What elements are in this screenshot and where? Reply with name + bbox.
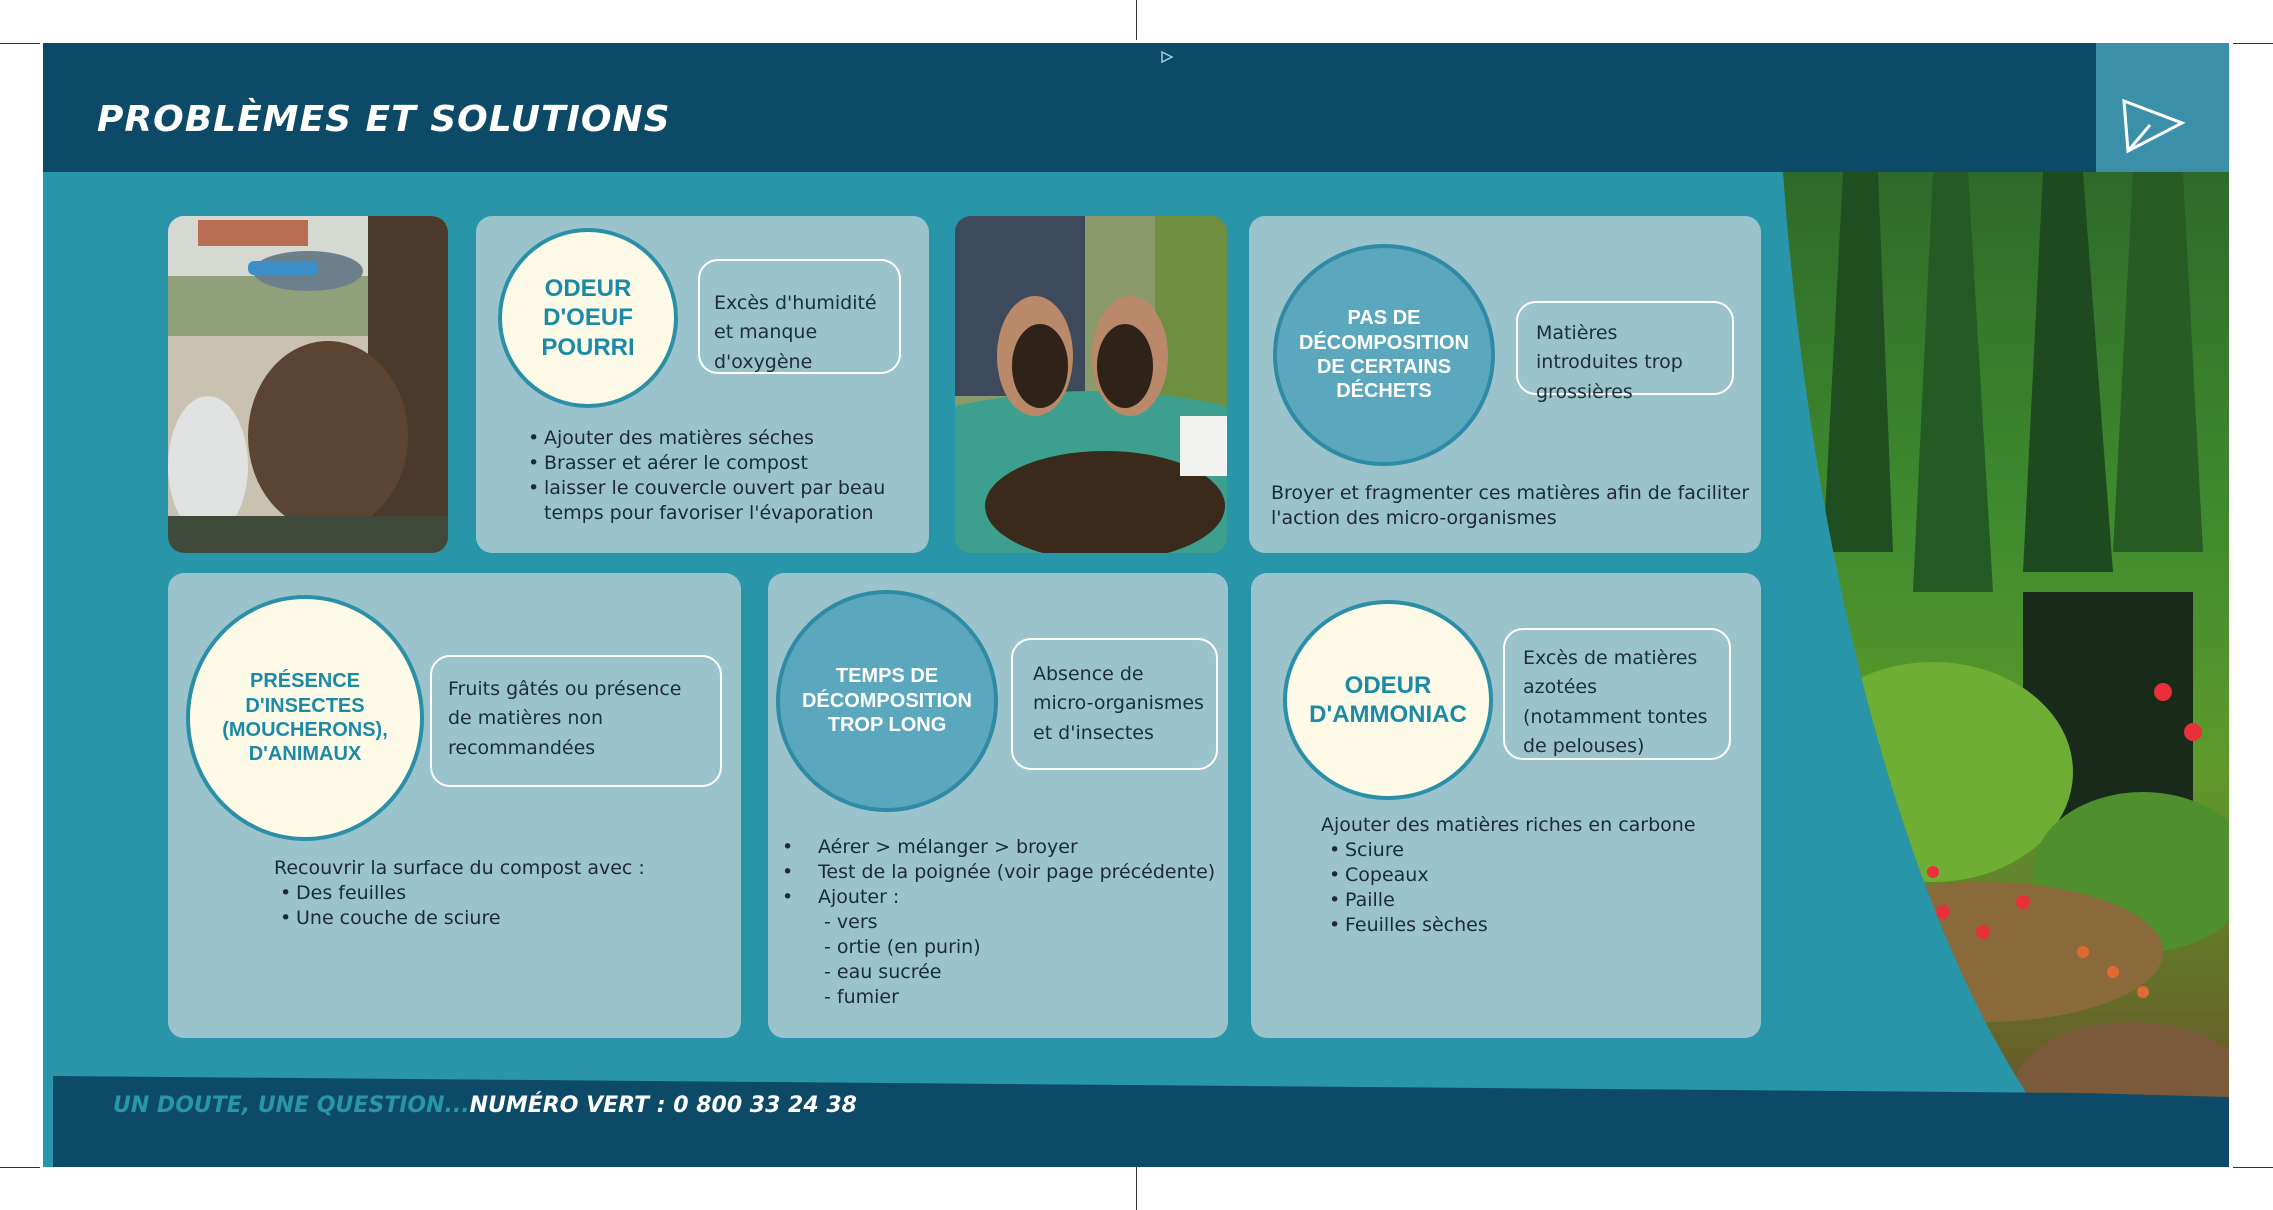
- list-item: Ajouter des matières séches: [528, 426, 908, 451]
- footer-band: [53, 1076, 2229, 1167]
- card-oeuf: ODEUR D'OEUF POURRI Excès d'humidité et …: [476, 216, 929, 553]
- problem-circle: ODEUR D'AMMONIAC: [1283, 600, 1493, 800]
- solution-list: Des feuilles Une couche de sciure: [280, 881, 700, 931]
- corner-box: [2096, 43, 2229, 172]
- list-item: Aérer > mélanger > broyer: [782, 835, 1222, 860]
- solution-text: Broyer et fragmenter ces matières afin d…: [1271, 482, 1750, 529]
- footer-contact: UN DOUTE, UNE QUESTION...NUMÉRO VERT : 0…: [113, 1093, 857, 1118]
- list-item: Feuilles sèches: [1329, 913, 1729, 938]
- crop-mark: [1136, 1165, 1137, 1210]
- list-item: Des feuilles: [280, 881, 700, 906]
- card-ammoniac: ODEUR D'AMMONIAC Excès de matières azoté…: [1251, 573, 1761, 1038]
- brochure-page: PROBLÈMES ET SOLUTIONS: [43, 43, 2229, 1167]
- sub-item: - ortie (en purin): [824, 936, 981, 958]
- cause-box: Matières introduites trop grossières: [1516, 301, 1734, 403]
- cause-box: Fruits gâtés ou présence de matières non…: [430, 655, 722, 787]
- crop-mark: [2233, 1167, 2273, 1168]
- card-decomposition: PAS DE DÉCOMPOSITION DE CERTAINS DÉCHETS…: [1249, 216, 1761, 553]
- cause-box: Excès de matières azotées (notamment ton…: [1503, 628, 1731, 760]
- list-item: Copeaux: [1329, 863, 1729, 888]
- solution-list: Ajouter des matières séches Brasser et a…: [528, 426, 908, 526]
- crop-mark: [2233, 43, 2273, 44]
- problem-circle: ODEUR D'OEUF POURRI: [498, 228, 678, 408]
- footer-phone[interactable]: NUMÉRO VERT : 0 800 33 24 38: [469, 1093, 857, 1118]
- problem-circle: TEMPS DE DÉCOMPOSITION TROP LONG: [776, 590, 998, 812]
- problem-circle: PAS DE DÉCOMPOSITION DE CERTAINS DÉCHETS: [1273, 244, 1495, 466]
- header-band: PROBLÈMES ET SOLUTIONS: [43, 43, 2229, 172]
- solution-list: Sciure Copeaux Paille Feuilles sèches: [1329, 838, 1729, 938]
- list-item: Brasser et aérer le compost: [528, 451, 908, 476]
- sub-item: - vers: [824, 911, 878, 933]
- list-item: Sciure: [1329, 838, 1729, 863]
- garden-photo: [1783, 172, 2229, 1167]
- solution-list: Aérer > mélanger > broyer Test de la poi…: [782, 835, 1222, 1010]
- compost-hands-photo: [955, 216, 1227, 553]
- crop-mark: [0, 43, 40, 44]
- play-triangle-icon: [2122, 98, 2186, 154]
- card-temps: TEMPS DE DÉCOMPOSITION TROP LONG Absence…: [768, 573, 1228, 1038]
- compost-hand-photo: [168, 216, 448, 553]
- sub-item: - fumier: [824, 986, 899, 1008]
- small-play-icon: [1161, 50, 1174, 64]
- list-item: Une couche de sciure: [280, 906, 700, 931]
- solution-intro: Recouvrir la surface du compost avec :: [274, 857, 645, 879]
- list-item: Ajouter :: [782, 885, 1222, 910]
- list-item: Test de la poignée (voir page précédente…: [782, 860, 1222, 885]
- sub-item: - eau sucrée: [824, 961, 942, 983]
- crop-mark: [0, 1167, 40, 1168]
- solution-intro: Ajouter des matières riches en carbone: [1321, 814, 1696, 836]
- page-title: PROBLÈMES ET SOLUTIONS: [97, 99, 671, 140]
- cause-box: Excès d'humidité et manque d'oxygène: [698, 259, 901, 374]
- problem-circle: PRÉSENCE D'INSECTES (MOUCHERONS), D'ANIM…: [186, 595, 424, 841]
- footer-question: UN DOUTE, UNE QUESTION...: [113, 1093, 470, 1118]
- crop-mark: [1136, 0, 1137, 40]
- card-insectes: PRÉSENCE D'INSECTES (MOUCHERONS), D'ANIM…: [168, 573, 741, 1038]
- list-item: Paille: [1329, 888, 1729, 913]
- cause-box: Absence de micro-organismes et d'insecte…: [1011, 638, 1218, 770]
- list-item: laisser le couvercle ouvert par beau tem…: [528, 476, 908, 526]
